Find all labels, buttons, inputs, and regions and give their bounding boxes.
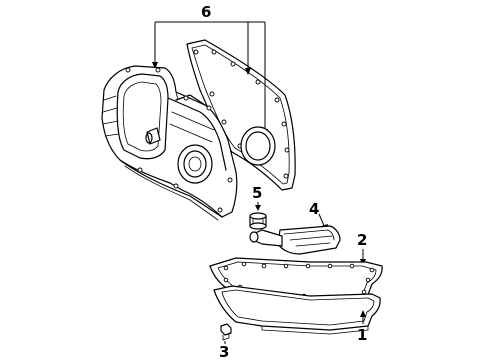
callout-1-arrow [360, 310, 366, 317]
side-cover-gasket [186, 39, 296, 191]
callout-1-group: 1 [357, 310, 367, 344]
callout-3: 3 [219, 343, 229, 360]
callout-5-arrow [255, 205, 261, 211]
callout-2: 2 [357, 231, 367, 249]
side-cover-housing [101, 65, 238, 221]
oil-pan [213, 285, 381, 335]
seal-ring [240, 126, 276, 166]
callout-5-group: 5 [252, 184, 262, 211]
callout-6-arrow-mid [245, 68, 251, 75]
callout-1: 1 [357, 326, 367, 344]
pan-bolt [220, 323, 232, 341]
callout-6-group: 6 [152, 3, 268, 136]
callout-5: 5 [252, 184, 262, 202]
callout-4: 4 [309, 200, 319, 218]
callout-6-arrow-left [152, 62, 158, 69]
callout-6: 6 [201, 3, 211, 21]
callout-3-group: 3 [219, 341, 229, 360]
callout-2-group: 2 [357, 231, 367, 266]
filter-seal [249, 212, 267, 230]
transmission-filter [249, 225, 341, 255]
